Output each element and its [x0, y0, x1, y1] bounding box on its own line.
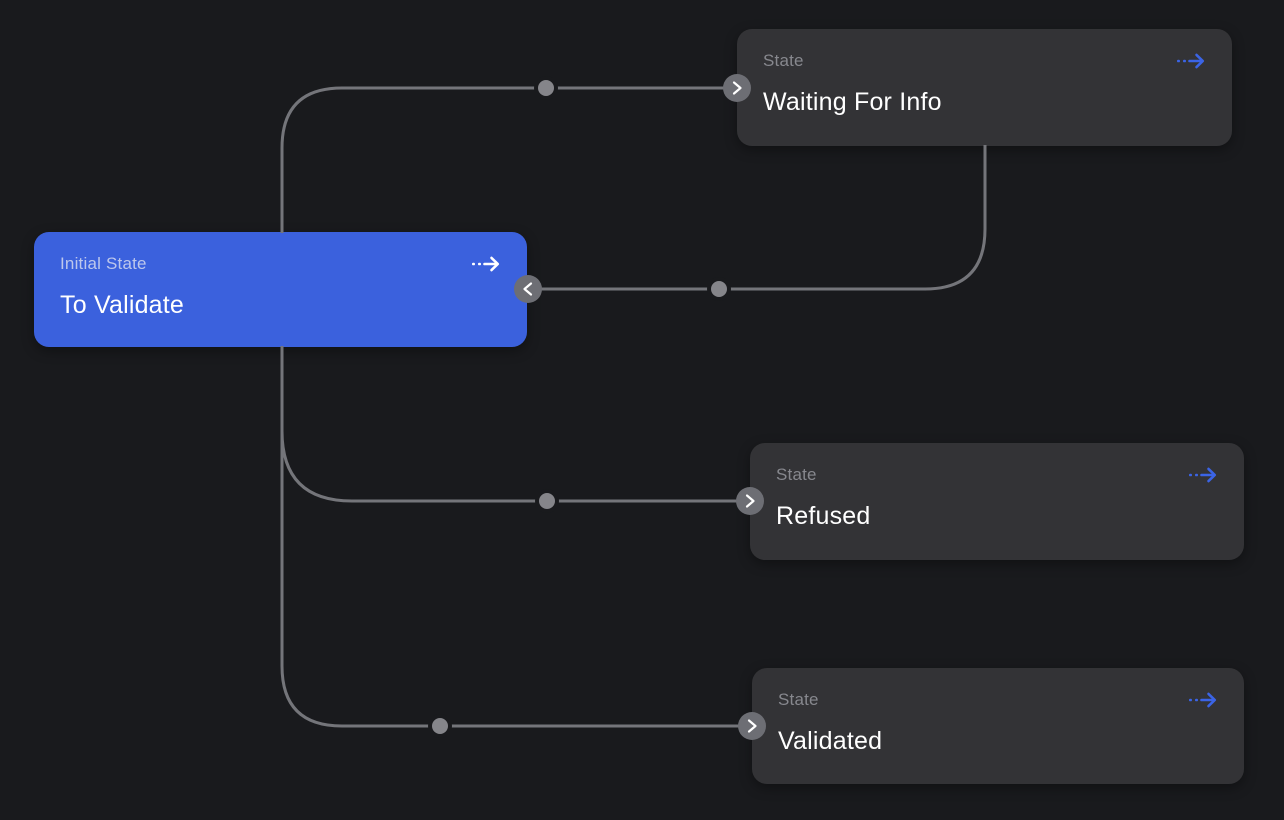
node-type-label: State: [776, 465, 817, 484]
node-state-validated[interactable]: State Validated: [752, 668, 1244, 784]
edge-path-to-validate--refused[interactable]: [280, 346, 750, 503]
node-header: State: [776, 465, 1218, 485]
edge-path-waiting-for-info--to-validate[interactable]: [528, 145, 987, 291]
edge-path-to-validate--validated[interactable]: [280, 346, 752, 728]
node-type-label: Initial State: [60, 254, 147, 273]
node-title: Refused: [776, 502, 871, 530]
edge-midpoint-dot[interactable]: [711, 281, 727, 297]
node-title: To Validate: [60, 291, 185, 319]
node-state-refused[interactable]: State Refused: [750, 443, 1244, 560]
node-type-label: State: [778, 690, 819, 709]
transition-arrow-icon[interactable]: [1188, 691, 1218, 709]
node-header: State: [763, 51, 1206, 71]
node-header: Initial State: [60, 254, 501, 274]
node-type-label: State: [763, 51, 804, 70]
node-title: Waiting For Info: [763, 88, 942, 116]
edge-dot-halo: [534, 76, 558, 100]
edge-path-to-validate--waiting-for-info[interactable]: [280, 86, 737, 233]
transition-arrow-icon[interactable]: [471, 255, 501, 273]
edge-dot-halo: [428, 714, 452, 738]
edge-dot-halo: [707, 277, 731, 301]
edge-midpoint-dot[interactable]: [432, 718, 448, 734]
edge-midpoint-dot[interactable]: [539, 493, 555, 509]
edge-midpoint-dot[interactable]: [538, 80, 554, 96]
node-initial-state-to-validate[interactable]: Initial State To Validate: [34, 232, 527, 347]
transition-arrow-icon[interactable]: [1176, 52, 1206, 70]
node-header: State: [778, 690, 1218, 710]
edge-dot-halo: [535, 489, 559, 513]
transition-arrow-icon[interactable]: [1188, 466, 1218, 484]
node-title: Validated: [778, 727, 883, 755]
node-state-waiting-for-info[interactable]: State Waiting For Info: [737, 29, 1232, 146]
